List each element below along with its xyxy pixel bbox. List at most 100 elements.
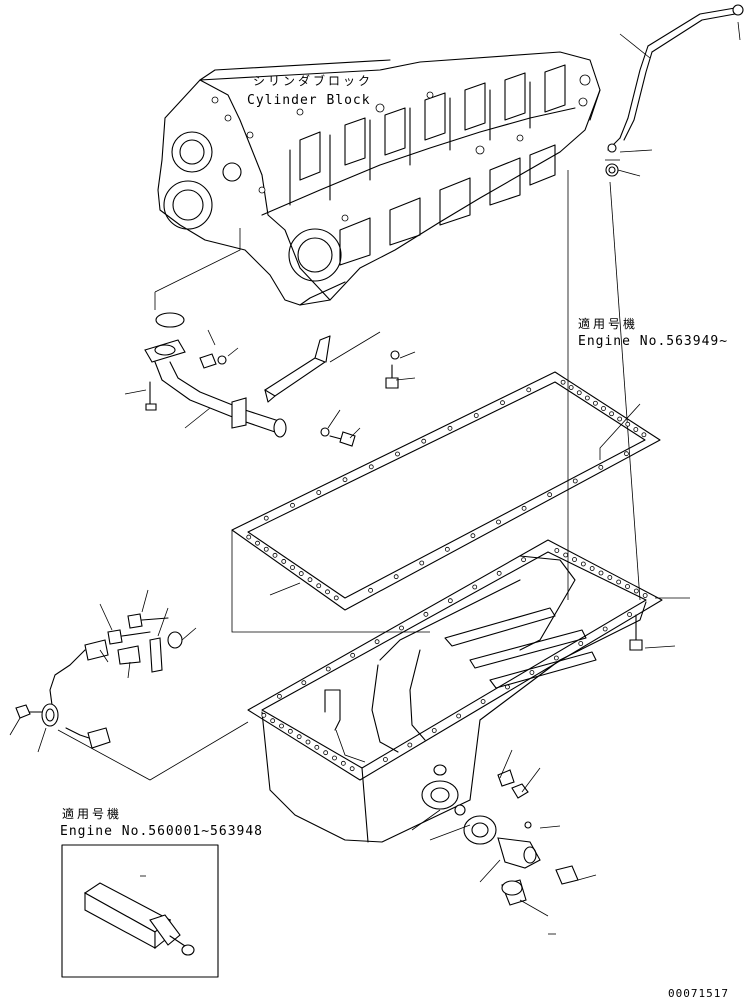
dipstick-assembly xyxy=(605,5,743,176)
bolt-hole xyxy=(297,735,301,739)
bolt-hole xyxy=(369,588,373,592)
bolt-hole xyxy=(247,535,251,539)
bolt-hole xyxy=(497,520,501,524)
bolt-hole xyxy=(308,578,312,582)
bolt-hole xyxy=(264,547,268,551)
applicability-engine-range-1: Engine No.563949~ xyxy=(578,334,729,349)
bolt-hole xyxy=(548,493,552,497)
applicability-label-jp-2: 適用号機 xyxy=(62,807,123,821)
bolt-hole xyxy=(497,571,501,575)
bolt-hole xyxy=(643,594,647,598)
bolt-hole xyxy=(326,590,330,594)
level-switch-harness xyxy=(10,590,248,780)
bolt-hole xyxy=(522,558,526,562)
bolt-hole xyxy=(634,589,638,593)
bolt-hole xyxy=(634,428,638,432)
bolt-hole xyxy=(334,596,338,600)
bolt-hole xyxy=(256,541,260,545)
bolt-hole xyxy=(448,599,452,603)
bolt-hole xyxy=(317,584,321,588)
drawing-number: 00071517 xyxy=(668,987,729,1000)
cylinder-block xyxy=(158,52,600,305)
bolt-hole xyxy=(599,571,603,575)
bolt-hole xyxy=(608,576,612,580)
bolt-hole xyxy=(324,751,328,755)
bolt-hole xyxy=(424,612,428,616)
bolt-hole xyxy=(569,386,573,390)
bolt-hole xyxy=(481,700,485,704)
bolt-hole xyxy=(581,562,585,566)
bolt-hole xyxy=(624,452,628,456)
gasket-bolt-holes xyxy=(247,380,646,600)
bolt-hole xyxy=(471,534,475,538)
bolt-hole xyxy=(400,626,404,630)
bolt-hole xyxy=(264,516,268,520)
bolt-hole xyxy=(288,729,292,733)
bolt-hole xyxy=(626,585,630,589)
applicability-label-jp-1: 適用号機 xyxy=(578,317,639,331)
bolt-hole xyxy=(628,613,632,617)
bolt-hole xyxy=(577,391,581,395)
bolt-hole xyxy=(610,412,614,416)
bolt-hole xyxy=(291,566,295,570)
bolt-hole xyxy=(408,743,412,747)
applicability-engine-range-2: Engine No.560001~563948 xyxy=(60,824,264,839)
bolt-hole xyxy=(599,465,603,469)
connection-lines xyxy=(568,170,640,600)
bolt-hole xyxy=(501,401,505,405)
bolt-hole xyxy=(315,745,319,749)
bolt-hole xyxy=(554,656,558,660)
cylinder-block-label-jp: シリンダブロック xyxy=(253,74,374,88)
inset-old-strainer xyxy=(62,845,218,977)
bolt-hole xyxy=(306,740,310,744)
bolt-hole xyxy=(351,653,355,657)
bolt-hole xyxy=(618,417,622,421)
bolt-hole xyxy=(457,714,461,718)
bolt-hole xyxy=(602,407,606,411)
bolt-hole xyxy=(530,671,534,675)
bolt-hole xyxy=(369,465,373,469)
bolt-hole xyxy=(333,756,337,760)
bolt-hole xyxy=(317,491,321,495)
cylinder-block-label-en: Cylinder Block xyxy=(247,93,371,108)
bolt-hole xyxy=(474,414,478,418)
bolt-hole xyxy=(585,396,589,400)
bolt-hole xyxy=(343,478,347,482)
bolt-hole xyxy=(396,452,400,456)
oil-strainer xyxy=(125,228,415,446)
pan-bolt-holes xyxy=(262,549,647,771)
bolt-hole xyxy=(603,627,607,631)
bolt-hole xyxy=(522,506,526,510)
bolt-hole xyxy=(527,388,531,392)
bolt-hole xyxy=(420,561,424,565)
bolt-hole xyxy=(564,553,568,557)
bolt-hole xyxy=(277,694,281,698)
bolt-hole xyxy=(590,567,594,571)
callout-lines-dipstick xyxy=(618,22,740,176)
bolt-hole xyxy=(291,503,295,507)
bolt-hole xyxy=(383,758,387,762)
bolt-hole xyxy=(473,585,477,589)
bolt-hole xyxy=(561,380,565,384)
oil-pan-gasket xyxy=(232,372,660,632)
bolt-hole xyxy=(299,572,303,576)
bolt-hole xyxy=(432,729,436,733)
bolt-hole xyxy=(302,681,306,685)
bolt-hole xyxy=(448,426,452,430)
bolt-hole xyxy=(341,761,345,765)
bolt-hole xyxy=(282,559,286,563)
oil-pan xyxy=(248,540,690,916)
bolt-hole xyxy=(573,558,577,562)
bolt-hole xyxy=(280,724,284,728)
bolt-hole xyxy=(593,401,597,405)
bolt-hole xyxy=(617,580,621,584)
bolt-hole xyxy=(506,685,510,689)
bolt-hole xyxy=(375,640,379,644)
bolt-hole xyxy=(422,439,426,443)
bolt-hole xyxy=(555,549,559,553)
bolt-hole xyxy=(350,767,354,771)
bolt-hole xyxy=(642,433,646,437)
bolt-hole xyxy=(445,547,449,551)
